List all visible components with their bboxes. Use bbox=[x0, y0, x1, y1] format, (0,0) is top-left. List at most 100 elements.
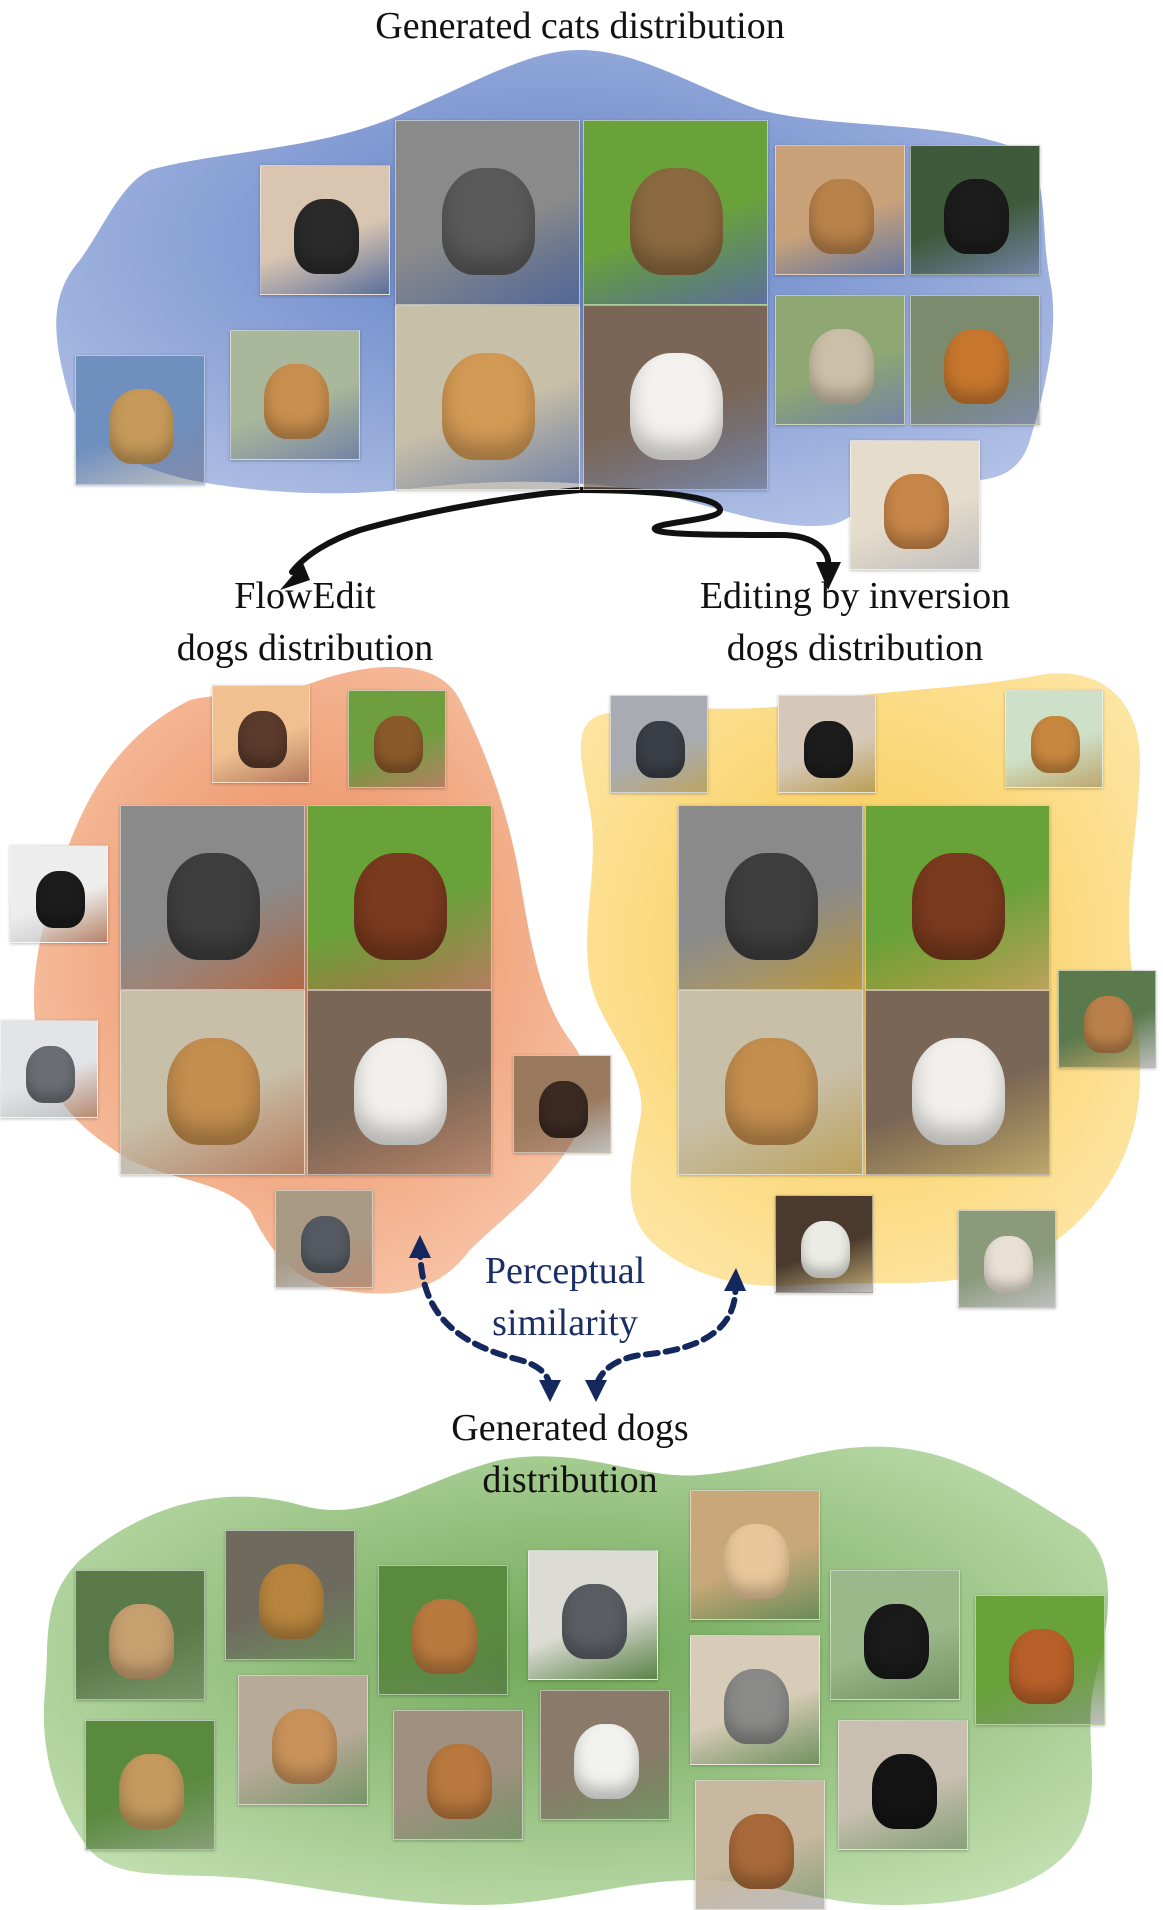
animal-silhouette bbox=[871, 1753, 937, 1830]
animal-silhouette bbox=[863, 1603, 929, 1680]
animal-silhouette bbox=[808, 328, 874, 405]
dog-photo bbox=[865, 990, 1050, 1175]
dog-photo bbox=[838, 1720, 968, 1850]
cats-distribution-title: Generated cats distribution bbox=[375, 5, 785, 47]
animal-silhouette bbox=[912, 852, 1005, 960]
similarity-line1: Perceptual bbox=[484, 1250, 646, 1292]
cat-photo bbox=[583, 305, 768, 490]
dog-photo bbox=[610, 695, 708, 793]
dog-photo bbox=[690, 1490, 820, 1620]
dog-photo bbox=[238, 1675, 368, 1805]
animal-silhouette bbox=[538, 1080, 588, 1138]
animal-silhouette bbox=[411, 1598, 477, 1675]
animal-silhouette bbox=[237, 710, 287, 768]
animal-silhouette bbox=[725, 1037, 818, 1145]
dog-photo bbox=[865, 805, 1050, 990]
cat-photo bbox=[395, 305, 580, 490]
dog-photo bbox=[307, 990, 492, 1175]
animal-silhouette bbox=[354, 852, 447, 960]
similarity-line2: similarity bbox=[492, 1302, 638, 1344]
flowedit-title-line1: FlowEdit bbox=[234, 575, 376, 617]
animal-silhouette bbox=[725, 852, 818, 960]
animal-silhouette bbox=[108, 1603, 174, 1680]
animal-silhouette bbox=[1030, 715, 1080, 773]
animal-silhouette bbox=[635, 720, 685, 778]
animal-silhouette bbox=[723, 1523, 789, 1600]
dog-photo bbox=[75, 1570, 205, 1700]
animal-silhouette bbox=[983, 1235, 1033, 1293]
edit-arrows bbox=[280, 487, 841, 590]
cat-photo bbox=[910, 295, 1040, 425]
cat-photo bbox=[583, 120, 768, 305]
inversion-title-line1: Editing by inversion bbox=[699, 575, 1011, 617]
dog-photo bbox=[10, 845, 108, 943]
cat-photo bbox=[260, 165, 390, 295]
animal-silhouette bbox=[630, 167, 723, 275]
dog-photo bbox=[678, 805, 863, 990]
animal-silhouette bbox=[426, 1743, 492, 1820]
inversion-title-line2: dogs distribution bbox=[726, 627, 984, 669]
animal-silhouette bbox=[1083, 995, 1133, 1053]
dog-photo bbox=[120, 805, 305, 990]
animal-silhouette bbox=[803, 720, 853, 778]
generated-dogs-line1: Generated dogs bbox=[451, 1407, 689, 1449]
dog-photo bbox=[540, 1690, 670, 1820]
animal-silhouette bbox=[263, 363, 329, 440]
dog-photo bbox=[975, 1595, 1105, 1725]
animal-silhouette bbox=[561, 1583, 627, 1660]
animal-silhouette bbox=[442, 352, 535, 460]
cat-photo bbox=[75, 355, 205, 485]
dog-photo bbox=[212, 685, 310, 783]
cat-photo bbox=[395, 120, 580, 305]
dog-photo bbox=[348, 690, 446, 788]
dog-photo bbox=[85, 1720, 215, 1850]
animal-silhouette bbox=[258, 1563, 324, 1640]
arrow-head-inversion bbox=[816, 562, 841, 590]
animal-silhouette bbox=[108, 388, 174, 465]
animal-silhouette bbox=[808, 178, 874, 255]
animal-silhouette bbox=[1008, 1628, 1074, 1705]
animal-silhouette bbox=[354, 1037, 447, 1145]
cat-photo bbox=[910, 145, 1040, 275]
perceptual-similarity-label: Perceptual similarity bbox=[430, 1245, 700, 1349]
dog-photo bbox=[225, 1530, 355, 1660]
cat-photo bbox=[775, 295, 905, 425]
cat-photo bbox=[775, 145, 905, 275]
dog-photo bbox=[120, 990, 305, 1175]
animal-silhouette bbox=[912, 1037, 1005, 1145]
dog-photo bbox=[958, 1210, 1056, 1308]
inversion-title: Editing by inversion dogs distribution bbox=[630, 570, 1080, 674]
animal-silhouette bbox=[373, 715, 423, 773]
animal-silhouette bbox=[630, 352, 723, 460]
cat-photo bbox=[230, 330, 360, 460]
dog-photo bbox=[0, 1020, 98, 1118]
dog-photo bbox=[513, 1055, 611, 1153]
animal-silhouette bbox=[943, 178, 1009, 255]
dog-photo bbox=[678, 990, 863, 1175]
dog-photo bbox=[830, 1570, 960, 1700]
similarity-head-bottom-left bbox=[539, 1380, 561, 1402]
dog-photo bbox=[695, 1780, 825, 1910]
animal-silhouette bbox=[167, 852, 260, 960]
animal-silhouette bbox=[300, 1215, 350, 1273]
animal-silhouette bbox=[271, 1708, 337, 1785]
animal-silhouette bbox=[943, 328, 1009, 405]
dog-photo bbox=[378, 1565, 508, 1695]
animal-silhouette bbox=[723, 1668, 789, 1745]
animal-silhouette bbox=[293, 198, 359, 275]
dog-photo bbox=[690, 1635, 820, 1765]
dog-photo bbox=[775, 1195, 873, 1293]
arrow-head-flowedit bbox=[280, 563, 310, 590]
dog-photo bbox=[778, 695, 876, 793]
dog-photo bbox=[307, 805, 492, 990]
animal-silhouette bbox=[800, 1220, 850, 1278]
similarity-arrows bbox=[417, 1242, 739, 1391]
similarity-head-top-left bbox=[409, 1235, 431, 1258]
dog-photo bbox=[275, 1190, 373, 1288]
dog-photo bbox=[1058, 970, 1156, 1068]
animal-silhouette bbox=[167, 1037, 260, 1145]
dog-photo bbox=[528, 1550, 658, 1680]
flowedit-title: FlowEdit dogs distribution bbox=[100, 570, 510, 674]
animal-silhouette bbox=[573, 1723, 639, 1800]
